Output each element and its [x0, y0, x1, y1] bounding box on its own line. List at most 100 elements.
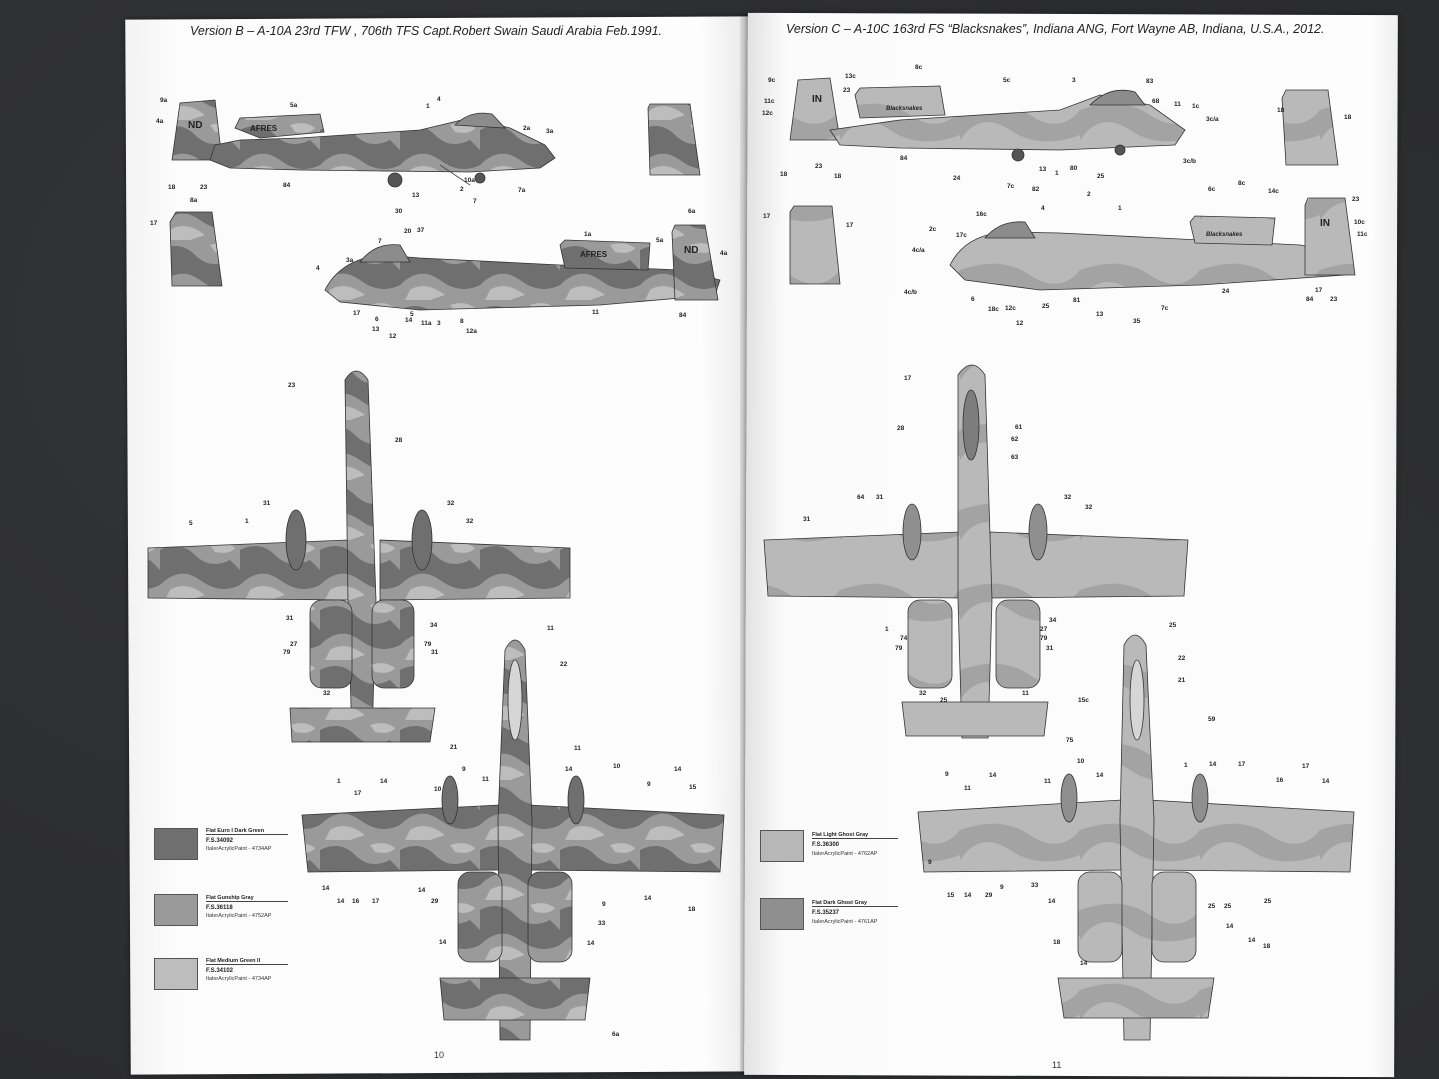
fin-view-b-right [647, 103, 701, 176]
callout-number: 9c [768, 77, 776, 84]
callout-number: 9 [602, 901, 606, 908]
callout-number: 2 [1087, 191, 1091, 198]
callout-number: 82 [1032, 186, 1040, 193]
color-fs: F.S.35237 [812, 910, 840, 916]
page-number-right: 11 [1052, 1060, 1062, 1070]
callout-number: 4a [720, 250, 728, 257]
callout-number: 6a [688, 208, 696, 215]
callout-number: 79 [424, 641, 432, 648]
callout-number: 13 [1096, 311, 1104, 318]
callout-number: 23 [843, 87, 851, 94]
callout-number: 10a [464, 177, 475, 184]
callout-number: 17 [150, 220, 158, 227]
callout-number: 33 [598, 920, 606, 927]
color-paint: ItalerAcrylicPaint - 4734AP [206, 846, 272, 852]
callout-number: 18 [1053, 939, 1061, 946]
callout-number: 5a [656, 237, 664, 244]
color-name: Flat Medium Green II [206, 958, 288, 965]
fin-view-b-left [169, 211, 223, 287]
callout-number: 14 [1322, 778, 1330, 785]
callout-number: 3c/a [1206, 116, 1219, 123]
callout-number: 7 [473, 198, 477, 205]
callout-number: 30 [395, 208, 403, 215]
callout-number: 17 [904, 375, 912, 382]
callout-number: 10c [1354, 219, 1365, 226]
callout-number: 14 [337, 898, 345, 905]
color-swatch-dark-ghost-gray [760, 898, 804, 930]
callout-number: 23 [1352, 196, 1360, 203]
callout-number: 18 [688, 906, 696, 913]
callout-number: 14 [964, 892, 972, 899]
callout-number: 1 [1055, 170, 1059, 177]
callout-number: 8a [190, 197, 198, 204]
color-swatch-light-ghost-gray [760, 830, 804, 862]
callout-number: 14 [1048, 898, 1056, 905]
callout-number: 4c/b [904, 289, 918, 296]
callout-number: 9 [462, 766, 466, 773]
callout-number: 18 [1263, 943, 1271, 950]
callout-number: 9 [1000, 884, 1004, 891]
callout-number: 14 [1096, 772, 1104, 779]
callout-number: 22 [560, 661, 568, 668]
color-name: Flat Euro I Dark Green [206, 828, 288, 835]
callout-number: 1 [1184, 762, 1188, 769]
callout-number: 14 [644, 895, 652, 902]
callout-number: 1a [584, 231, 592, 238]
callout-number: 6a [612, 1031, 620, 1038]
callout-number: 11c [764, 98, 775, 105]
callout-number: 17 [1238, 761, 1246, 768]
plan-view-b-lower [301, 639, 725, 1041]
callout-number: 25 [1042, 303, 1050, 310]
callout-number: 29 [431, 898, 439, 905]
callout-number: 23 [288, 382, 296, 389]
callout-number: 25 [1169, 622, 1177, 629]
version-c-header: Version C – A-10C 163rd FS “Blacksnakes”… [786, 22, 1325, 36]
callout-number: 1c [1192, 103, 1200, 110]
callout-number: 17 [1302, 763, 1310, 770]
callout-number: 11 [964, 785, 971, 792]
callout-number: 34 [1049, 617, 1057, 624]
color-fs: F.S.36118 [206, 905, 233, 911]
callout-number: 31 [803, 516, 811, 523]
callout-number: 14 [1248, 937, 1256, 944]
callout-number: 27 [1040, 626, 1048, 633]
callout-number: 11c [1357, 231, 1368, 238]
callout-number: 13 [1039, 166, 1047, 173]
callout-number: 11 [482, 776, 489, 783]
callout-number: 37 [417, 227, 425, 234]
callout-number: 62 [1011, 436, 1019, 443]
callout-number: 4 [437, 96, 441, 103]
callout-number: 2a [523, 125, 531, 132]
fuselage-text-b-top: AFRES [250, 124, 278, 133]
color-name: Flat Gunship Gray [206, 895, 288, 902]
callout-number: 7a [518, 187, 526, 194]
callout-number: 1 [1118, 205, 1122, 212]
callout-number: 61 [1015, 424, 1023, 431]
callout-number: 12 [1016, 320, 1024, 327]
callout-number: 4 [316, 265, 320, 272]
callout-number: 75 [1066, 737, 1074, 744]
callout-number: 64 [857, 494, 865, 501]
plan-view-c-lower [917, 634, 1355, 1041]
callout-number: 17c [956, 232, 967, 239]
callout-number: 17 [763, 213, 771, 220]
plan-view-c-upper [763, 364, 1189, 739]
color-name: Flat Dark Ghost Gray [812, 900, 898, 907]
callout-number: 18 [780, 171, 788, 178]
side-view-c-bottom [949, 197, 1356, 291]
tail-code-b-bottom: ND [684, 245, 699, 256]
callout-number: 7c [1007, 183, 1015, 190]
callout-number: 6 [971, 296, 975, 303]
tail-code-b-top: ND [188, 120, 203, 131]
callout-number: 21 [1178, 677, 1186, 684]
color-fs: F.S.34092 [206, 838, 234, 844]
callout-number: 3c/b [1183, 158, 1197, 165]
callout-number: 8c [1238, 180, 1246, 187]
callout-number: 35 [1133, 318, 1141, 325]
callout-number: 14 [587, 940, 595, 947]
color-fs: F.S.36300 [812, 842, 840, 848]
callout-number: 25 [1224, 903, 1232, 910]
callout-number: 5c [1003, 77, 1011, 84]
callout-number: 25 [940, 697, 948, 704]
